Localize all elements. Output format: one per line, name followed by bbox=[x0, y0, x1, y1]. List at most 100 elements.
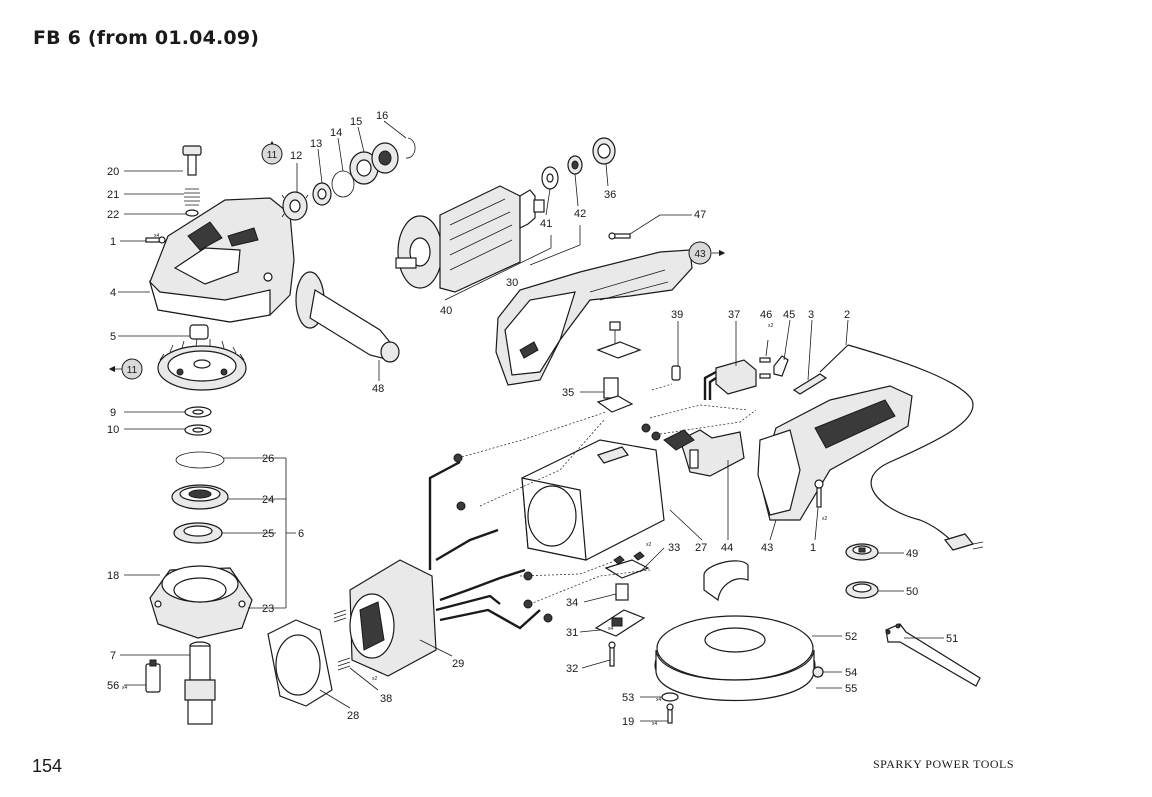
callout-27: 27 bbox=[695, 542, 707, 554]
svg-text:11: 11 bbox=[127, 365, 138, 376]
page-number: 154 bbox=[32, 756, 63, 776]
page-title: FB 6 (from 01.04.09) bbox=[33, 27, 260, 49]
callout-41: 41 bbox=[540, 218, 552, 230]
callout-55: 55 bbox=[845, 683, 857, 695]
quantity-marks: x4 x2 x2 x2 x4 x2 x4 x4 x4 bbox=[122, 233, 828, 727]
callout-labels: 20 21 22 1 4 5 9 10 26 24 25 6 18 23 7 5… bbox=[107, 110, 958, 728]
callout-31: 31 bbox=[566, 627, 578, 639]
callout-44: 44 bbox=[721, 542, 733, 554]
svg-text:x4: x4 bbox=[154, 233, 160, 239]
callout-19: 19 bbox=[622, 716, 634, 728]
part-50-flange bbox=[845, 581, 879, 599]
part-20-knob bbox=[182, 145, 202, 176]
callout-6: 6 bbox=[298, 528, 304, 540]
callout-22: 22 bbox=[107, 209, 119, 221]
callout-47: 47 bbox=[694, 209, 706, 221]
callout-3: 3 bbox=[808, 309, 814, 321]
brand-footer: SPARKY POWER TOOLS bbox=[873, 757, 1015, 771]
part-19-screw bbox=[666, 703, 674, 724]
svg-text:x2: x2 bbox=[768, 323, 774, 329]
group-bracket-30 bbox=[444, 225, 581, 301]
part-38-springs bbox=[333, 609, 351, 671]
part-35-brush-holder bbox=[596, 377, 634, 413]
callout-30: 30 bbox=[506, 277, 518, 289]
part-3-strain-relief bbox=[792, 373, 828, 395]
callout-34: 34 bbox=[566, 597, 578, 609]
part-21-spring bbox=[184, 188, 200, 206]
part-31-brush-cap bbox=[594, 609, 646, 637]
part-41-washer bbox=[541, 166, 559, 190]
callout-2: 2 bbox=[844, 309, 850, 321]
part-29-stator bbox=[349, 460, 541, 677]
part-plate bbox=[596, 341, 642, 359]
callout-15: 15 bbox=[350, 116, 362, 128]
svg-text:x4: x4 bbox=[122, 685, 128, 691]
callout-29: 29 bbox=[452, 658, 464, 670]
svg-text:x4: x4 bbox=[656, 697, 662, 703]
callout-5: 5 bbox=[110, 331, 116, 343]
callout-23: 23 bbox=[262, 603, 274, 615]
part-9-washer bbox=[184, 406, 212, 418]
callout-43: 43 bbox=[761, 542, 773, 554]
part-2-rear-handle bbox=[757, 344, 984, 551]
part-56-stud bbox=[145, 659, 161, 693]
part-53-washer bbox=[661, 692, 679, 702]
group-bracket-6 bbox=[285, 458, 296, 608]
callout-36: 36 bbox=[604, 189, 616, 201]
part-43-housing-upper bbox=[495, 249, 693, 386]
callout-32: 32 bbox=[566, 663, 578, 675]
callout-9: 9 bbox=[110, 407, 116, 419]
part-12-bearing bbox=[281, 191, 309, 221]
part-7-spindle bbox=[184, 641, 216, 725]
part-1-screw-right bbox=[814, 479, 824, 508]
svg-text:11: 11 bbox=[267, 150, 278, 161]
part-47-screw bbox=[608, 232, 631, 240]
part-24-bearing bbox=[171, 484, 229, 510]
part-16-circlip bbox=[405, 137, 416, 159]
part-52-dust-hood bbox=[654, 560, 816, 702]
callout-42: 42 bbox=[574, 208, 586, 220]
leader-lines bbox=[108, 120, 944, 722]
part-10-washer bbox=[184, 424, 212, 436]
part-44-switch bbox=[663, 429, 745, 477]
callout-50: 50 bbox=[906, 586, 918, 598]
callout-40: 40 bbox=[440, 305, 452, 317]
part-46-screw bbox=[759, 357, 771, 379]
part-22-ring bbox=[185, 209, 199, 217]
callout-53: 53 bbox=[622, 692, 634, 704]
callout-10: 10 bbox=[107, 424, 119, 436]
part-39-spring-seat bbox=[609, 321, 621, 343]
part-27-motor-housing bbox=[521, 439, 665, 561]
part-54-knob bbox=[812, 666, 824, 678]
part-36-bearing bbox=[592, 137, 616, 165]
callout-54: 54 bbox=[845, 667, 857, 679]
part-32-screw bbox=[608, 641, 616, 667]
part-34-carbon-brush bbox=[615, 583, 629, 601]
callout-39: 39 bbox=[671, 309, 683, 321]
svg-text:x4: x4 bbox=[608, 626, 614, 632]
callout-21: 21 bbox=[107, 189, 119, 201]
callout-14: 14 bbox=[330, 127, 342, 139]
callout-49: 49 bbox=[906, 548, 918, 560]
part-18-23-flange bbox=[149, 565, 253, 639]
part-33-brush-holder bbox=[604, 551, 650, 579]
part-48-side-handle bbox=[295, 271, 400, 363]
callout-56: 56 bbox=[107, 680, 119, 692]
ref-circle-43: 43 bbox=[688, 241, 712, 265]
callout-48: 48 bbox=[372, 383, 384, 395]
callout-51: 51 bbox=[946, 633, 958, 645]
callout-18: 18 bbox=[107, 570, 119, 582]
callout-52: 52 bbox=[845, 631, 857, 643]
svg-text:x2: x2 bbox=[822, 516, 828, 522]
svg-text:x4: x4 bbox=[652, 721, 658, 727]
callout-7: 7 bbox=[110, 650, 116, 662]
part-11-bevel-gear bbox=[157, 338, 247, 391]
svg-text:43: 43 bbox=[694, 249, 706, 260]
part-51-wrench bbox=[885, 623, 981, 687]
callout-38: 38 bbox=[380, 693, 392, 705]
part-13-bearing bbox=[312, 182, 332, 206]
part-37-switch-module bbox=[703, 359, 757, 400]
callout-46: 46 bbox=[760, 309, 772, 321]
part-39-pin bbox=[671, 365, 681, 381]
